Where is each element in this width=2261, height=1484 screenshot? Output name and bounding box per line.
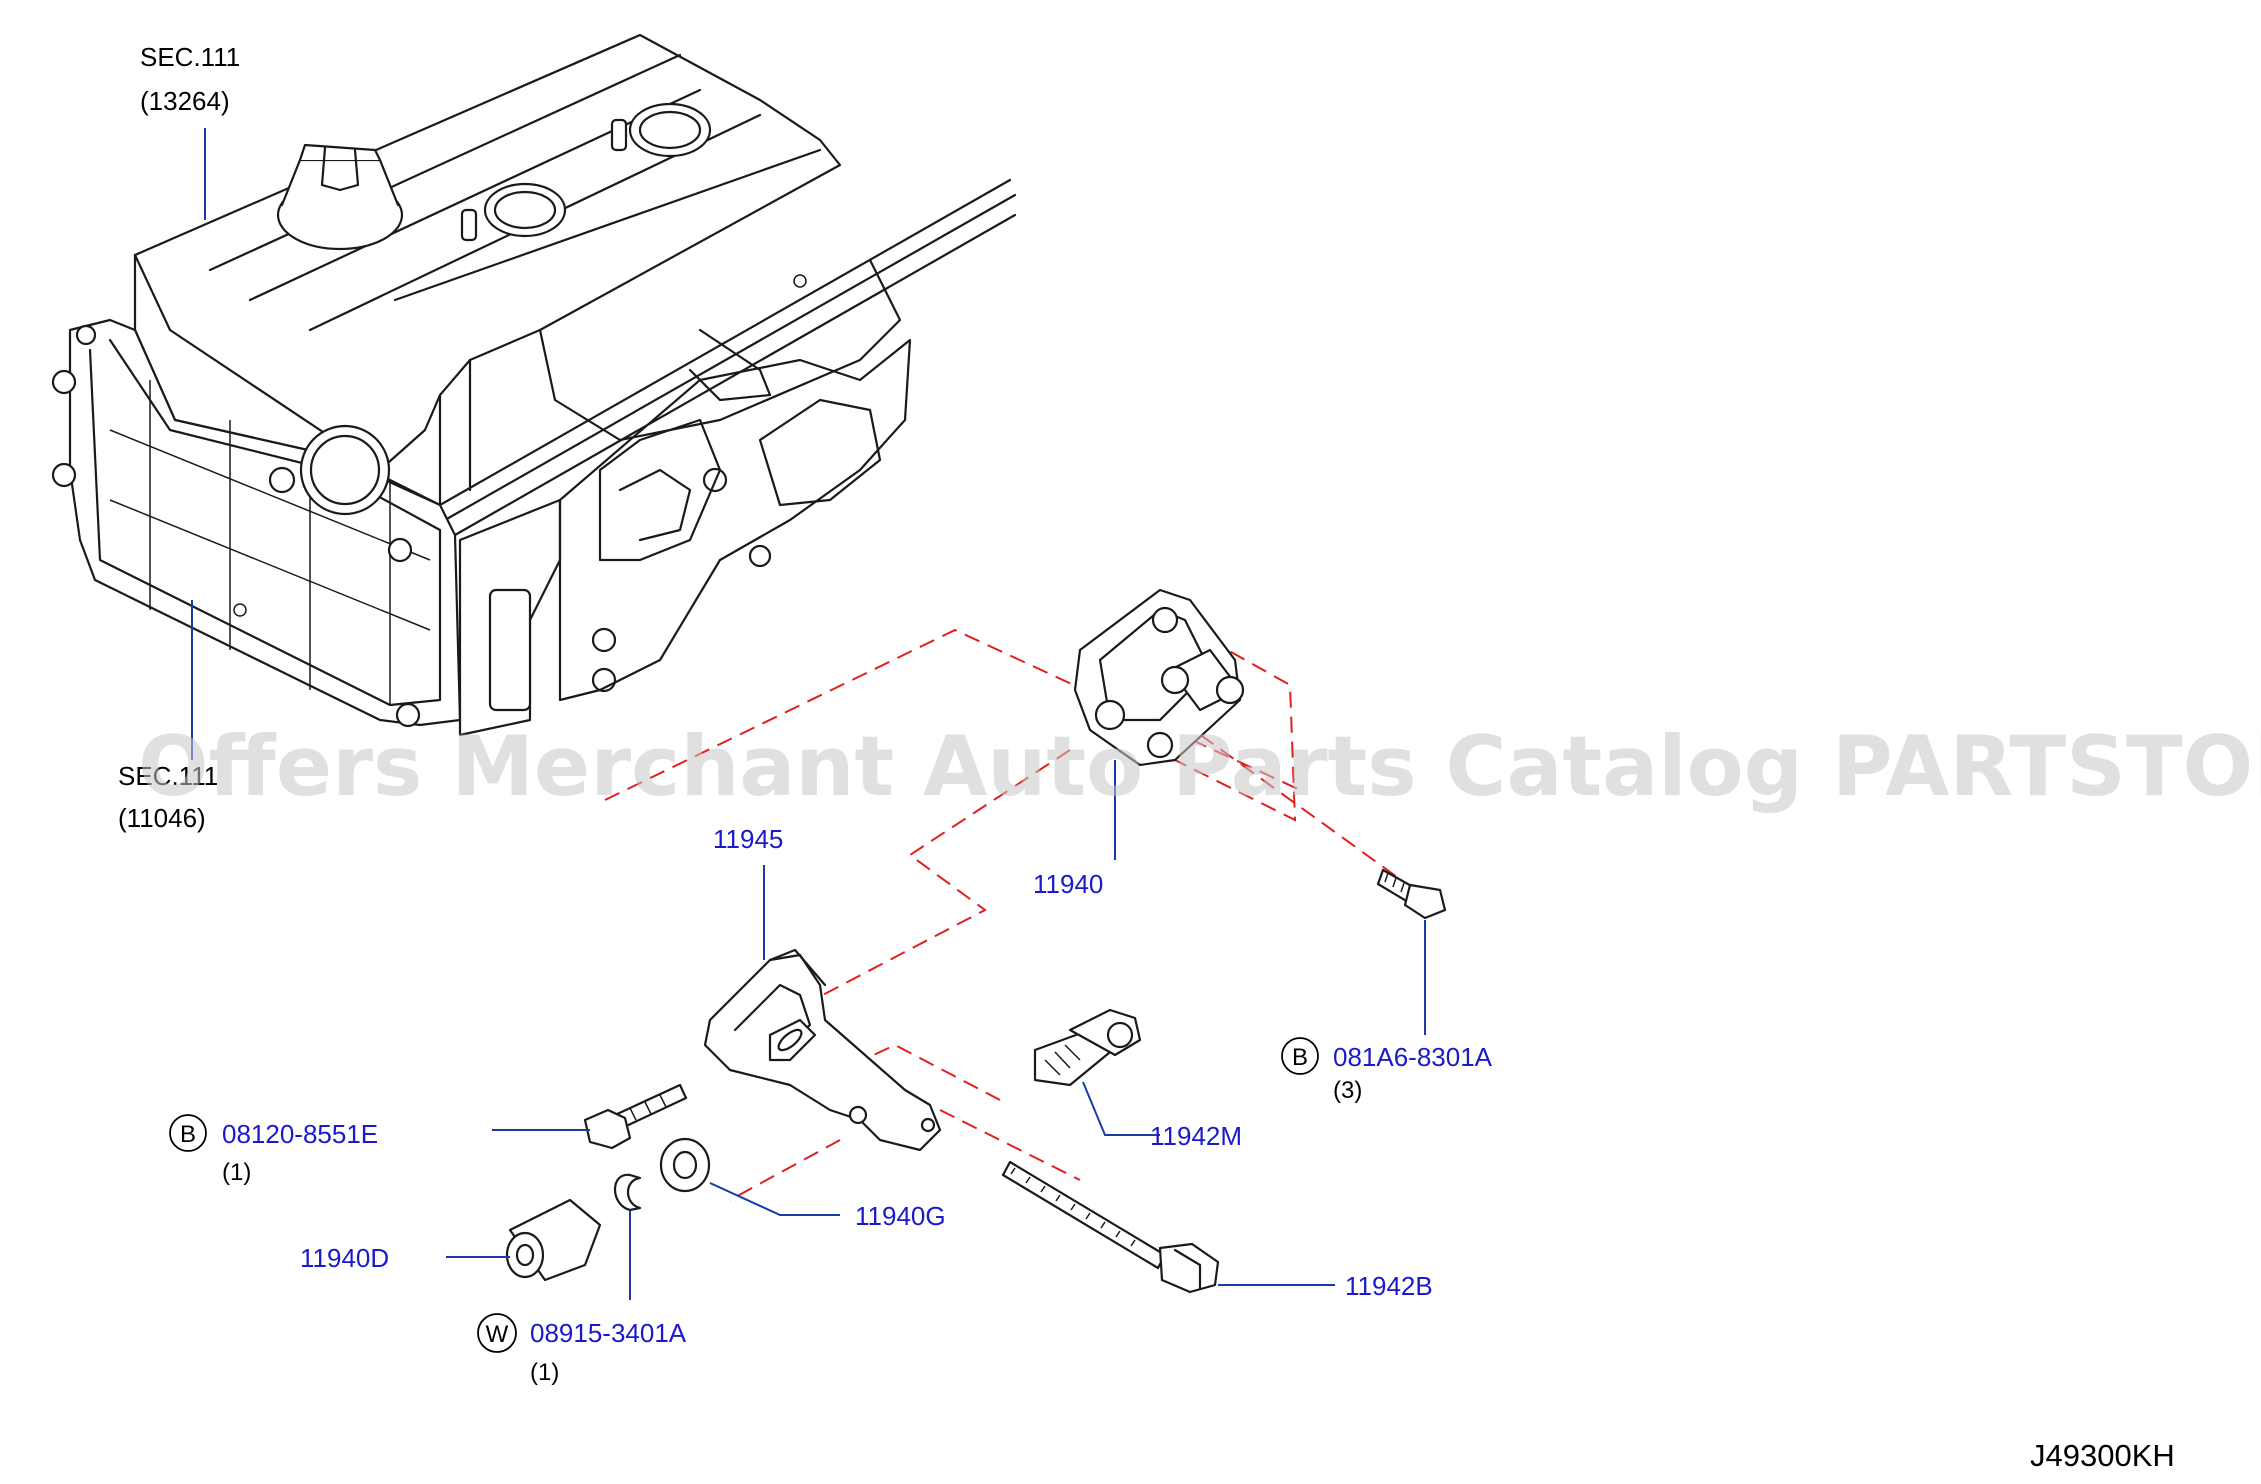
washer-type-badge [477,1313,517,1353]
part-callout-08915-3401A[interactable]: W 08915-3401A (1) [477,1313,687,1386]
bolt-type-letter: B [1292,1044,1308,1071]
part-callout-081A6-8301A[interactable]: B 081A6-8301A (3) [1281,1037,1493,1104]
leader-lines [191,128,1426,1300]
bolt-11942M [1033,1008,1142,1087]
part-callout-08120-8551E[interactable]: B 08120-8551E (1) [169,1114,378,1186]
part-label-11940D[interactable]: 11940D [300,1243,389,1273]
part-label-11942M[interactable]: 11942M [1150,1121,1242,1151]
sec-ref-11046-line2[interactable]: (11046) [118,803,206,833]
diagram-code: J49300KH [2030,1438,2175,1473]
part-label-08915-3401A[interactable]: 08915-3401A [530,1318,687,1348]
watermark-text: Offers Merchant Auto Parts Catalog PARTS… [138,718,2261,815]
part-label-081A6-8301A[interactable]: 081A6-8301A [1333,1042,1493,1072]
part-qty-081A6-8301A: (3) [1333,1077,1362,1104]
part-label-11940[interactable]: 11940 [1033,869,1103,899]
sec-ref-13264-line1: SEC.111 [140,42,240,72]
bolt-type-badge [1281,1037,1319,1075]
washer-11940G [659,1137,711,1193]
bracket-11940 [1073,588,1245,767]
part-label-11942B[interactable]: 11942B [1345,1271,1433,1301]
bolt-081A6-8301A [1376,868,1447,920]
bracket-11945 [703,948,942,1152]
part-label-11945[interactable]: 11945 [713,824,783,854]
engine-head-drawing [51,33,1017,737]
sec-ref-11046-line1: SEC.111 [118,761,218,791]
collar-11940D [505,1198,602,1282]
part-qty-08915-3401A: (1) [530,1359,559,1386]
part-label-11940G[interactable]: 11940G [855,1201,946,1231]
clip-08915-3401A [614,1173,642,1212]
washer-type-letter: W [486,1321,509,1348]
part-qty-08120-8551E: (1) [222,1159,251,1186]
part-label-08120-8551E[interactable]: 08120-8551E [222,1119,378,1149]
bolt-type-letter: B [180,1121,196,1148]
bolt-11942B [1001,1160,1220,1294]
bolt-08120-8551E [583,1083,688,1150]
sec-ref-13264-line2[interactable]: (13264) [140,86,230,116]
bolt-type-badge [169,1114,207,1152]
assembly-guide-lines [604,614,1416,1201]
